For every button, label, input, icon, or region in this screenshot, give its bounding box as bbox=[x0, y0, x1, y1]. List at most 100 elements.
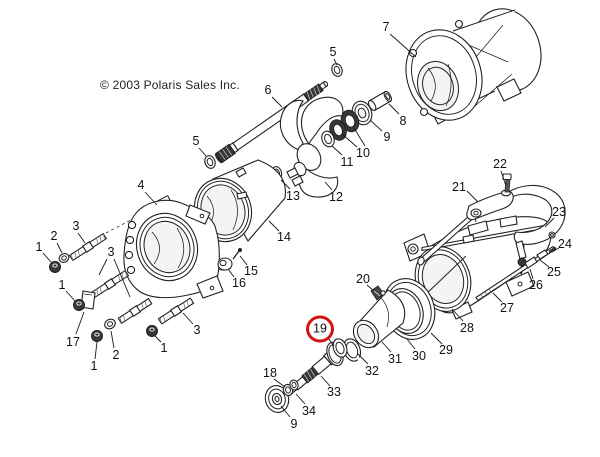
label-1b-leader bbox=[65, 290, 76, 302]
label-34-leader bbox=[295, 393, 306, 405]
label-26-leader bbox=[529, 268, 534, 280]
part-label-1[interactable]: 1 bbox=[35, 239, 43, 254]
collar-8-drawing bbox=[367, 90, 393, 112]
part-label-2[interactable]: 2 bbox=[112, 347, 120, 362]
label-23-leader bbox=[544, 217, 555, 228]
o-ring-5-upper-drawing bbox=[331, 63, 343, 77]
part-label-19-highlighted[interactable]: 19 bbox=[306, 315, 334, 343]
part-label-18[interactable]: 18 bbox=[263, 365, 277, 380]
label-28-leader bbox=[451, 308, 464, 322]
part-label-1[interactable]: 1 bbox=[58, 277, 66, 292]
part-label-20[interactable]: 20 bbox=[356, 271, 370, 286]
part-label-12[interactable]: 12 bbox=[329, 189, 343, 204]
part-label-25[interactable]: 25 bbox=[547, 264, 561, 279]
part-label-3[interactable]: 3 bbox=[193, 322, 201, 337]
label-7-leader bbox=[389, 33, 417, 58]
part-label-27[interactable]: 27 bbox=[500, 300, 514, 315]
part-label-23[interactable]: 23 bbox=[552, 204, 566, 219]
washer-19-drawing bbox=[332, 338, 348, 358]
part-label-28[interactable]: 28 bbox=[460, 320, 474, 335]
label-1c-leader bbox=[94, 341, 98, 360]
part-label-1[interactable]: 1 bbox=[160, 340, 168, 355]
label-2a-leader bbox=[56, 242, 63, 254]
label-1a-leader bbox=[42, 252, 52, 263]
part-label-34[interactable]: 34 bbox=[302, 403, 316, 418]
part-label-6[interactable]: 6 bbox=[264, 82, 272, 97]
label-2b-leader bbox=[110, 330, 115, 349]
part-label-7[interactable]: 7 bbox=[382, 19, 390, 34]
label-11-leader bbox=[331, 145, 343, 156]
label-10-leader bbox=[353, 127, 366, 147]
part-label-9[interactable]: 9 bbox=[383, 129, 391, 144]
label-6-leader bbox=[271, 96, 283, 108]
trim-rod-drawing bbox=[475, 245, 557, 302]
nut-1c bbox=[91, 330, 103, 342]
part-label-30[interactable]: 30 bbox=[412, 348, 426, 363]
label-10-leader bbox=[341, 133, 358, 148]
part-label-32[interactable]: 32 bbox=[365, 363, 379, 378]
part-label-29[interactable]: 29 bbox=[439, 342, 453, 357]
label-9b-leader bbox=[280, 405, 291, 418]
label-3c-leader bbox=[182, 312, 194, 325]
part-label-4[interactable]: 4 bbox=[137, 177, 145, 192]
washer-18-drawing bbox=[289, 379, 299, 391]
part-label-10[interactable]: 10 bbox=[356, 145, 370, 160]
label-20-leader bbox=[366, 284, 375, 292]
nozzle-31-drawing bbox=[352, 289, 406, 349]
label-32-leader bbox=[357, 353, 369, 365]
part-label-15[interactable]: 15 bbox=[244, 263, 258, 278]
label-24-leader bbox=[551, 247, 560, 253]
label-27-leader bbox=[492, 292, 503, 303]
steering-linkage-drawing bbox=[417, 173, 566, 275]
part-label-8[interactable]: 8 bbox=[399, 113, 407, 128]
o-ring-5-lower-drawing bbox=[204, 155, 216, 169]
part-label-31[interactable]: 31 bbox=[388, 351, 402, 366]
drive-shaft-6-drawing bbox=[215, 80, 329, 164]
label-3a-leader bbox=[77, 232, 86, 244]
part-label-13[interactable]: 13 bbox=[286, 188, 300, 203]
label-15-leader bbox=[239, 255, 248, 266]
part-label-21[interactable]: 21 bbox=[452, 179, 466, 194]
nut-1b bbox=[73, 299, 85, 311]
part-label-1[interactable]: 1 bbox=[90, 358, 98, 373]
label-5a-leader bbox=[333, 58, 338, 66]
part-label-3[interactable]: 3 bbox=[72, 218, 80, 233]
part-label-33[interactable]: 33 bbox=[327, 384, 341, 399]
nut-1a bbox=[49, 261, 61, 273]
part-label-11[interactable]: 11 bbox=[340, 154, 354, 169]
label-31-leader bbox=[381, 341, 392, 353]
part-label-2[interactable]: 2 bbox=[50, 228, 58, 243]
label-5b-leader bbox=[198, 147, 207, 157]
label-4-leader bbox=[144, 191, 158, 206]
part-label-5[interactable]: 5 bbox=[192, 133, 200, 148]
label-22-leader bbox=[500, 170, 507, 187]
part-label-3[interactable]: 3 bbox=[107, 244, 115, 259]
label-9a-leader bbox=[369, 119, 383, 132]
screw-15-drawing bbox=[232, 248, 242, 260]
bearing-washer-stack-drawing bbox=[321, 100, 373, 148]
label-17-leader bbox=[75, 311, 85, 335]
label-30-leader bbox=[406, 338, 416, 350]
part-label-5[interactable]: 5 bbox=[329, 44, 337, 59]
fasteners-drawing bbox=[49, 232, 195, 342]
nut-1d bbox=[146, 325, 158, 337]
label-25-leader bbox=[539, 259, 550, 268]
part-label-17[interactable]: 17 bbox=[66, 334, 80, 349]
part-label-26[interactable]: 26 bbox=[529, 277, 543, 292]
label-29-leader bbox=[430, 332, 443, 345]
bearing-9-drawing bbox=[264, 385, 290, 413]
leader-lines bbox=[42, 33, 560, 418]
label-14-leader bbox=[268, 220, 280, 232]
part-label-16[interactable]: 16 bbox=[232, 275, 246, 290]
copyright-text: © 2003 Polaris Sales Inc. bbox=[100, 78, 240, 92]
label-1d-leader bbox=[154, 335, 162, 343]
label-13-leader bbox=[280, 179, 291, 190]
label-3b-leader bbox=[113, 258, 131, 298]
part-label-24[interactable]: 24 bbox=[558, 236, 572, 251]
part-label-22[interactable]: 22 bbox=[493, 156, 507, 171]
part-label-9[interactable]: 9 bbox=[290, 416, 298, 431]
part-label-14[interactable]: 14 bbox=[277, 229, 291, 244]
